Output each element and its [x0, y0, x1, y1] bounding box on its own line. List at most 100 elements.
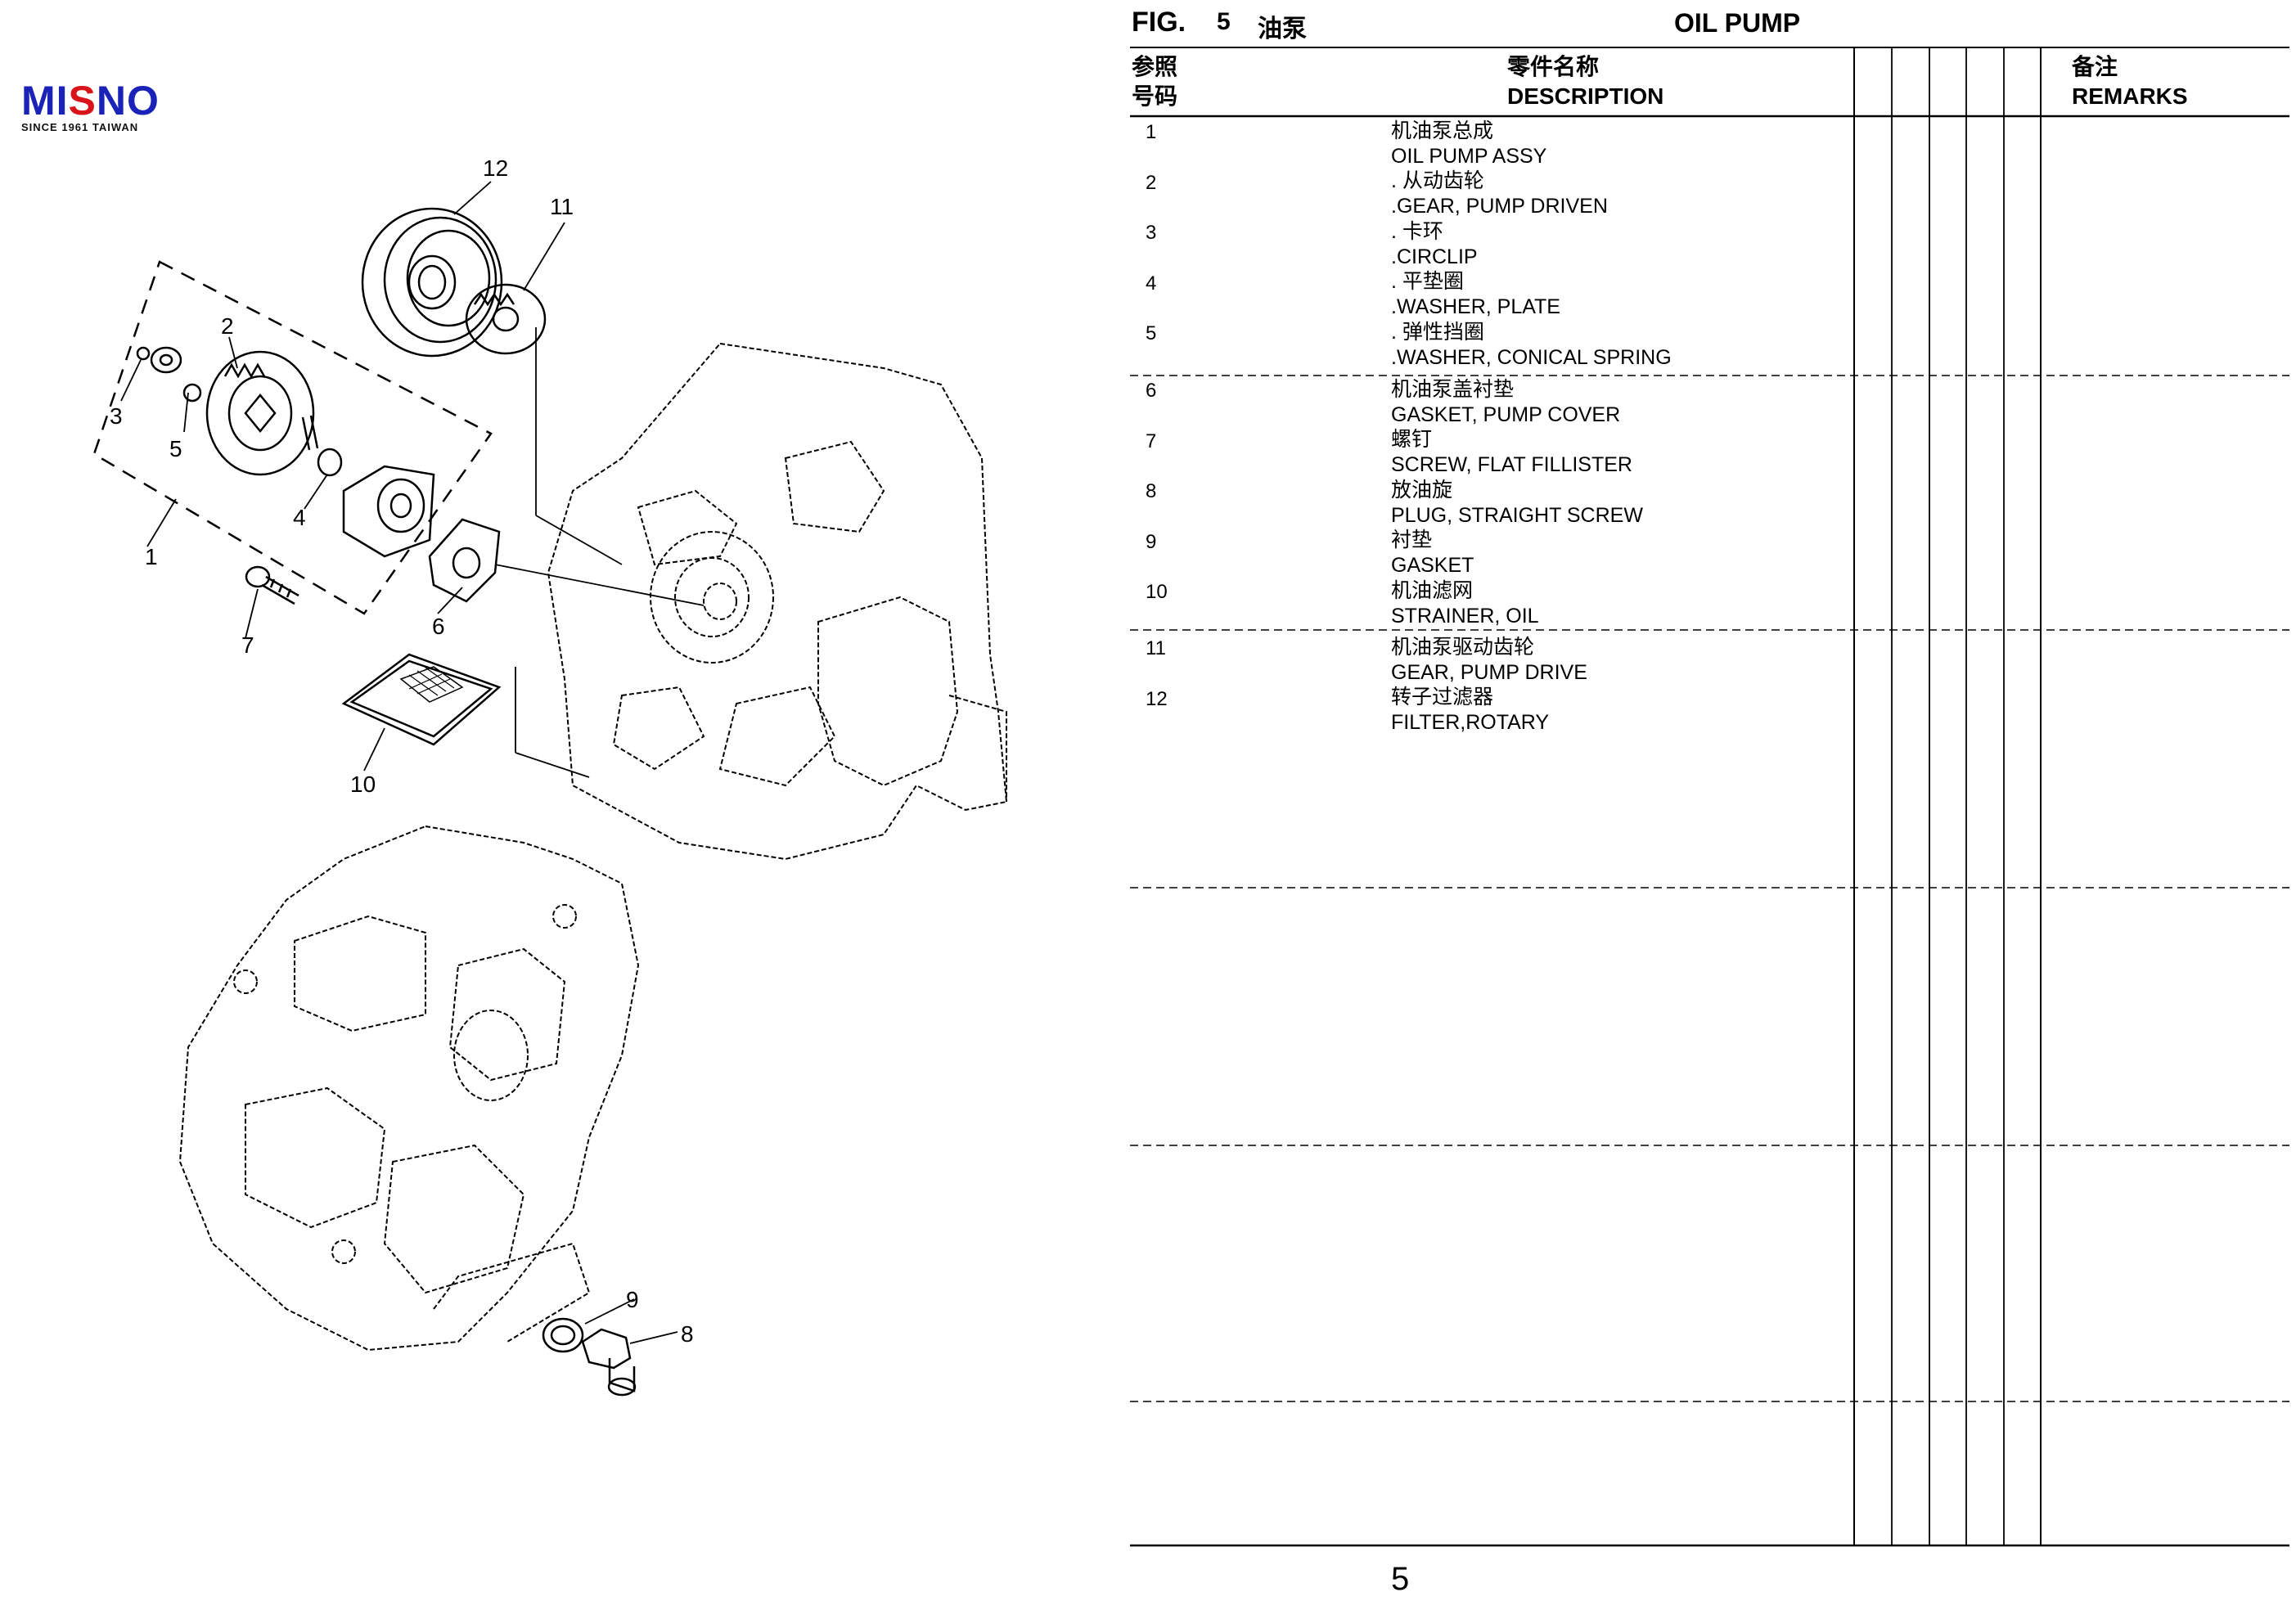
brand-tagline: SINCE 1961 TAIWAN — [21, 121, 139, 133]
part-ref: 7 — [1146, 430, 1157, 452]
figure-title-en: OIL PUMP — [1674, 8, 1801, 38]
part-description: 机油滤网 STRAINER, OIL — [1391, 578, 1539, 629]
figure-number: 5 — [1217, 8, 1231, 35]
part-name-cn: 螺钉 — [1391, 428, 1433, 451]
part-name-cn: . 平垫圈 — [1391, 270, 1464, 293]
exploded-parts-diagram: 1 2 3 4 5 6 7 8 9 10 11 12 — [92, 155, 1008, 1397]
column-header-remarks-cn: 备注 — [2072, 54, 2118, 79]
column-header-description: 零件名称 DESCRIPTION — [1507, 52, 1663, 111]
part-8-drain-plug — [581, 1328, 637, 1397]
assy-boundary — [92, 260, 493, 615]
brand-logo: MISNO SINCE 1961 TAIWAN — [21, 80, 193, 133]
part-name-cn: . 弹性挡圈 — [1391, 321, 1484, 344]
crankcase-upper — [547, 342, 1008, 861]
part-description: . 平垫圈.WASHER, PLATE — [1391, 269, 1560, 320]
leader-lines — [120, 181, 705, 1344]
part-4-washer — [317, 448, 343, 477]
callout-5: 5 — [169, 436, 182, 461]
part-ref: 10 — [1146, 581, 1168, 603]
callout-11: 11 — [550, 194, 574, 219]
part-9-gasket — [542, 1317, 584, 1353]
part-description: 机油泵总成 OIL PUMP ASSY — [1391, 119, 1546, 169]
part-name-en: FILTER,ROTARY — [1391, 711, 1550, 734]
part-name-cn: 衬垫 — [1391, 529, 1433, 551]
part-name-cn: 机油滤网 — [1391, 579, 1474, 602]
callout-3: 3 — [110, 403, 123, 429]
part-ref: 6 — [1146, 380, 1157, 402]
part-name-en: GASKET, PUMP COVER — [1391, 403, 1621, 426]
part-name-cn: 放油旋 — [1391, 479, 1453, 502]
part-description: . 卡环.CIRCLIP — [1391, 219, 1478, 270]
diagram-callouts: 1 2 3 4 5 6 7 8 9 10 11 12 — [110, 155, 694, 1347]
callout-7: 7 — [241, 632, 254, 658]
part-name-cn: . 从动齿轮 — [1391, 169, 1484, 192]
part-6-gasket — [428, 518, 501, 603]
part-11-drive-gear — [465, 283, 547, 355]
column-header-description-cn: 零件名称 — [1507, 54, 1600, 79]
part-name-en: .WASHER, PLATE — [1391, 295, 1560, 318]
part-name-en: STRAINER, OIL — [1391, 605, 1539, 628]
brand-name-part3: NO — [96, 78, 160, 124]
pump-body — [342, 465, 435, 558]
part-name-cn: 转子过滤器 — [1391, 686, 1494, 709]
part-name-en: GASKET — [1391, 554, 1474, 577]
part-name-cn: 机油泵驱动齿轮 — [1391, 636, 1535, 659]
part-3-circlip — [136, 346, 151, 361]
part-name-en: OIL PUMP ASSY — [1391, 145, 1547, 168]
part-ref: 5 — [1146, 322, 1157, 344]
figure-header: FIG. 5 油泵 OIL PUMP — [1132, 7, 2289, 46]
part-description: . 弹性挡圈.WASHER, CONICAL SPRING — [1391, 320, 1672, 371]
part-ref: 11 — [1146, 637, 1166, 659]
part-description: 衬垫 GASKET — [1391, 528, 1474, 578]
part-ref: 3 — [1146, 222, 1157, 244]
column-header-ref-line2: 号码 — [1132, 83, 1178, 109]
crankcase-lower — [178, 825, 640, 1352]
part-12-rotary-filter — [361, 207, 503, 358]
part-ref: 12 — [1146, 688, 1168, 710]
column-header-ref-line1: 参照 — [1132, 54, 1178, 79]
callout-10: 10 — [350, 772, 376, 797]
part-description: . 从动齿轮 .GEAR, PUMP DRIVEN — [1391, 169, 1608, 219]
column-header-ref: 参照 号码 — [1132, 52, 1177, 111]
page-number: 5 — [1391, 1561, 1410, 1597]
figure-title-cn: 油泵 — [1258, 16, 1307, 43]
part-name-en: .GEAR, PUMP DRIVEN — [1391, 195, 1608, 218]
callout-2: 2 — [221, 313, 234, 339]
brand-name-part1: MI — [21, 78, 69, 124]
part-name-cn: 机油泵盖衬垫 — [1391, 378, 1515, 401]
part-ref: 8 — [1146, 480, 1157, 502]
part-name-en: PLUG, STRAIGHT SCREW — [1391, 504, 1643, 527]
part-name-en: .WASHER, CONICAL SPRING — [1391, 346, 1672, 369]
part-2-driven-gear — [205, 350, 315, 476]
part-10-strainer — [341, 653, 502, 746]
part-name-en: SCREW, FLAT FILLISTER — [1391, 453, 1632, 476]
part-ref: 1 — [1146, 121, 1157, 143]
brand-name-part2: S — [68, 78, 97, 124]
part-7-screw — [245, 565, 299, 605]
column-header-description-en: DESCRIPTION — [1507, 83, 1664, 109]
part-name-en: .CIRCLIP — [1391, 245, 1478, 268]
callout-8: 8 — [681, 1321, 694, 1347]
part-name-en: GEAR, PUMP DRIVE — [1391, 661, 1587, 684]
column-header-remarks-en: REMARKS — [2072, 83, 2188, 109]
callout-9: 9 — [626, 1287, 639, 1312]
part-ref: 9 — [1146, 531, 1157, 553]
part-ref: 4 — [1146, 272, 1157, 295]
figure-label: FIG. — [1132, 7, 1186, 38]
callout-1: 1 — [145, 544, 158, 569]
part-ref: 2 — [1146, 172, 1157, 194]
part-name-cn: . 卡环 — [1391, 220, 1443, 243]
callout-4: 4 — [293, 505, 306, 530]
part-5-washer — [150, 346, 182, 374]
brand-name: MISNO — [21, 80, 193, 121]
part-name-cn: 机油泵总成 — [1391, 119, 1494, 142]
column-header-remarks: 备注 REMARKS — [2072, 52, 2188, 111]
callout-6: 6 — [432, 614, 445, 639]
